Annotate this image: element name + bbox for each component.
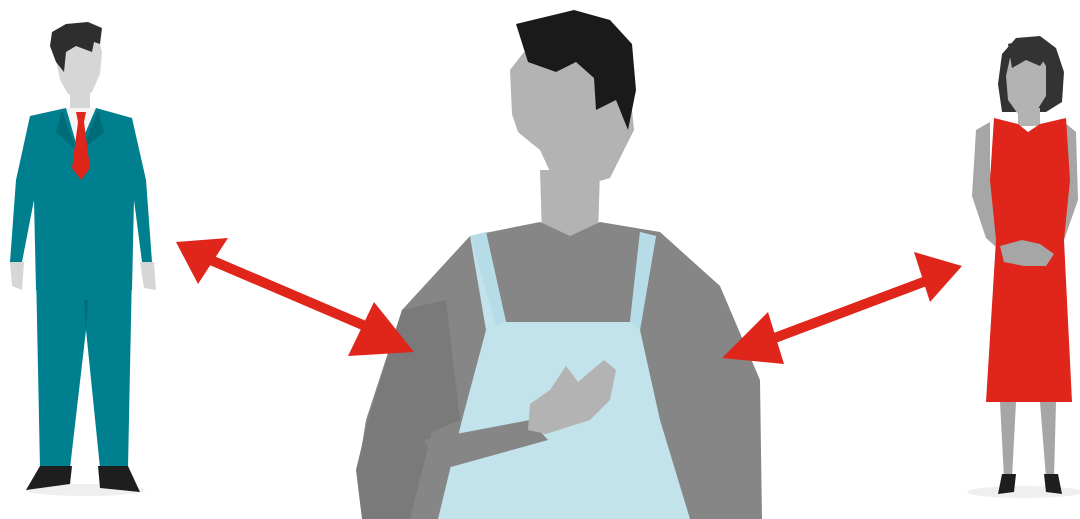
arrow-shopkeeper-woman <box>722 252 962 364</box>
shopkeeper-figure <box>356 10 762 519</box>
businessman-hand-left <box>10 262 24 290</box>
woman-shoe-left <box>998 474 1016 494</box>
businessman-trousers <box>36 270 132 468</box>
woman-shoe-right <box>1044 474 1062 494</box>
businessman-figure <box>10 22 156 496</box>
woman-ground-shadow <box>967 486 1080 498</box>
woman-neck <box>1018 108 1040 126</box>
arrow-left-shaft <box>206 258 384 334</box>
woman-figure <box>967 36 1080 498</box>
businessman-hand-right <box>140 262 156 290</box>
woman-leg-left <box>1000 402 1016 478</box>
arrow-right-shaft <box>748 278 934 348</box>
arrow-right-head-end <box>914 252 962 302</box>
businessman-shoe-right <box>98 466 140 492</box>
arrow-businessman-shopkeeper <box>176 238 414 356</box>
woman-leg-right <box>1040 402 1056 478</box>
